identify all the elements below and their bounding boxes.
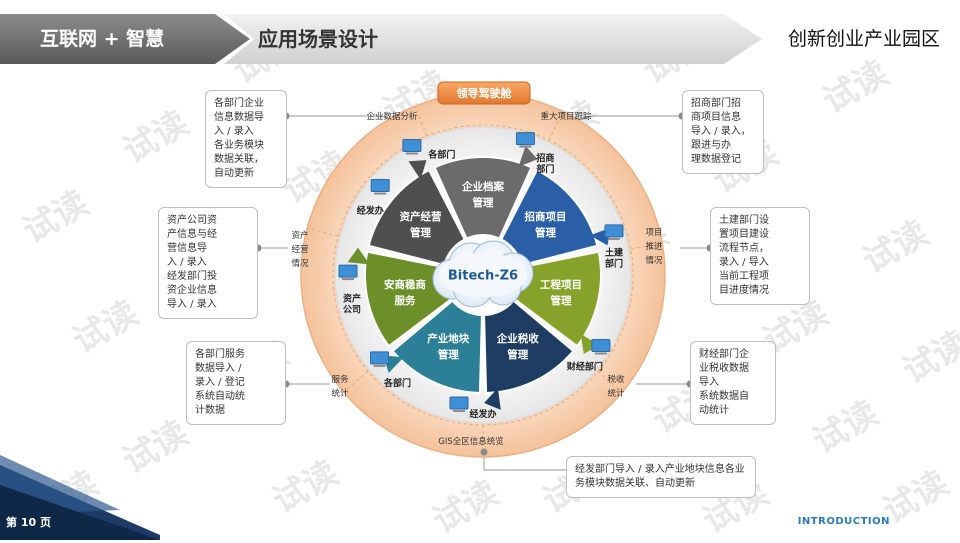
computer-icon: [370, 179, 390, 195]
ring-label-5: GIS全区信息统览: [438, 436, 504, 447]
banner-label: 领导驾驶舱: [456, 86, 513, 100]
sector-arrow: [580, 333, 600, 354]
header: 互联网 + 智慧 应用场景设计 创新创业产业园区: [0, 0, 960, 70]
note-box-6: 财经部门企 业税收数据 导入 系统数据自 动统计: [690, 341, 776, 425]
ring-label-3: 项目推进情况: [645, 228, 663, 266]
page-number: 第 10 页: [6, 516, 51, 529]
sector-label-2: 招商项目管理: [525, 210, 567, 239]
sector-arrow: [347, 247, 370, 265]
computer-icon: [449, 396, 469, 412]
ring-divider: [343, 371, 369, 393]
ring-label-1: 企业数据分析: [366, 111, 418, 122]
note-box-1: 各部门企业 信息数据导 入 / 录入 各业务模块 数据关联， 自动更新: [205, 90, 287, 188]
sector-arrow: [518, 145, 538, 167]
footer-band: [0, 455, 160, 540]
ring-divider: [630, 242, 663, 250]
sector-7: [367, 168, 467, 267]
ring-divider: [597, 371, 623, 393]
banner-box: [437, 81, 531, 105]
computer-icon: [604, 224, 624, 240]
computer-icon: [515, 132, 535, 148]
sector-2: [499, 168, 599, 267]
cloud-core: [439, 253, 527, 297]
department-label-7: 资产公司: [343, 292, 361, 315]
computer-icon: [591, 338, 611, 355]
sector-label-6: 安商稳商服务: [384, 278, 426, 307]
ring-label-7: 资产经营情况: [291, 230, 309, 269]
header-mid-title: 应用场景设计: [258, 27, 378, 51]
ring-divider: [307, 227, 339, 237]
sector-label-3: 工程项目管理: [540, 278, 582, 307]
note-box-5: 各部门服务 数据导入 / 录入 / 登记 系统自动统 计数据: [186, 341, 286, 425]
department-label-3: 土建部门: [605, 246, 624, 269]
department-label-2: 招商部门: [536, 152, 554, 175]
sector-4: [483, 299, 575, 394]
header-right-title: 创新创业产业园区: [787, 28, 940, 50]
sector-label-4: 企业税收管理: [496, 332, 539, 361]
header-left-band: [0, 14, 250, 64]
note-box-3: 资产公司资 产信息与经 营信息导 入 / 录入 经发部门投 资企业信息 导入 /…: [158, 207, 258, 319]
sector-label-1: 企业档案管理: [461, 180, 504, 209]
ring-divider: [414, 106, 428, 137]
department-label-8: 经发办: [357, 204, 384, 216]
computer-icon: [370, 351, 390, 367]
department-label-1: 各部门: [427, 148, 455, 160]
computer-icon: [402, 139, 422, 155]
department-label-5: 经发办: [469, 408, 496, 420]
ring-label-6: 服务统计: [331, 374, 349, 399]
connector-line: [483, 452, 566, 471]
sector-1: [433, 156, 533, 240]
ring-label-4: 税收统计: [607, 374, 625, 399]
sector-arrow: [484, 388, 501, 410]
sector-label-5: 产业地块管理: [427, 332, 469, 361]
sector-5: [391, 299, 483, 394]
ring-label-2: 重大项目跟踪: [540, 111, 592, 122]
note-box-2: 招商部门招 商项目信息 导入 / 录入， 跟进与办 理数据登记: [682, 90, 764, 174]
sector-arrow: [408, 160, 427, 180]
computer-icon: [338, 264, 358, 281]
center-cloud: Bitech-Z6: [432, 240, 534, 308]
note-box-4: 土建部门设 置项目建设 流程节点， 录入 / 导入 当前工程项 目进度情况: [710, 207, 810, 305]
connector-line: [577, 115, 682, 121]
note-box-7: 经发部门导入 / 录入产业地块信息各业 务模块数据关联、自动更新: [566, 456, 756, 498]
department-label-6: 各部门: [383, 376, 411, 388]
ring-divider: [548, 111, 564, 141]
sector-label-7: 资产经营管理: [399, 210, 441, 239]
header-mid-band: [224, 14, 762, 64]
center-label: Bitech-Z6: [448, 269, 518, 284]
top-banner: 领导驾驶舱: [437, 81, 531, 105]
header-left-title: 互联网 + 智慧: [40, 28, 165, 50]
department-labels: 各部门招商部门土建部门财经部门经发办各部门资产公司经发办: [338, 132, 624, 420]
department-label-4: 财经部门: [566, 360, 603, 372]
connector-dot: [480, 448, 488, 456]
introduction-label: INTRODUCTION: [797, 516, 890, 527]
